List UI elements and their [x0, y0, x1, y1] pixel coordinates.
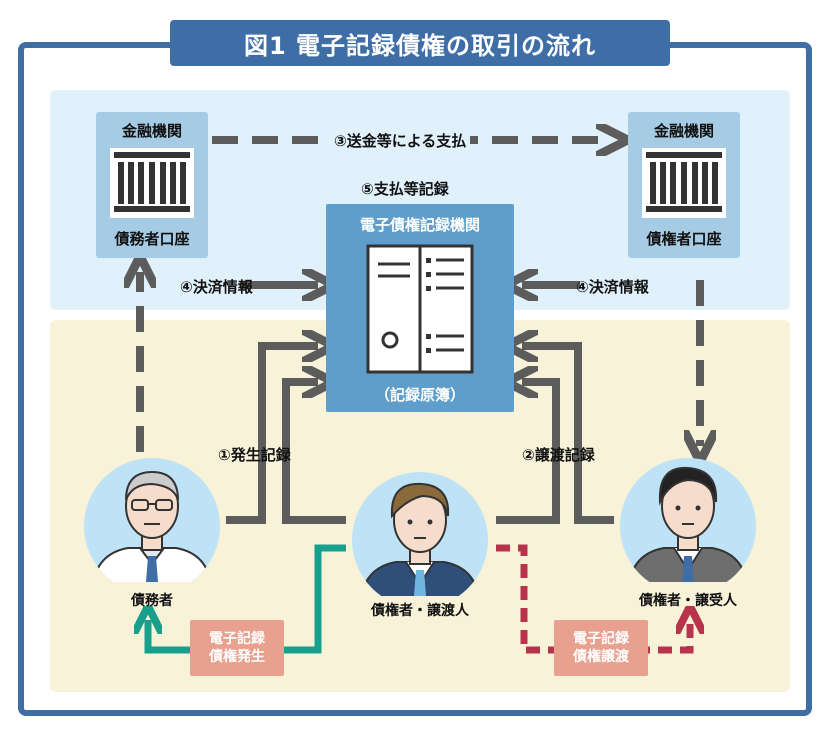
settle-left-label: ④決済情報 — [180, 278, 253, 296]
issue-record-label: ①発生記録 — [218, 446, 291, 464]
transfer-tag-line1: 電子記録 — [573, 631, 629, 647]
diagram-title: 図1 電子記録債権の取引の流れ — [170, 20, 670, 66]
payment-flow-label: ③送金等による支払 — [330, 130, 471, 151]
transfer-record-label: ②譲渡記録 — [522, 446, 595, 464]
payment-record-label: ⑤支払等記録 — [361, 180, 449, 198]
transferee-label: 債権者・譲受人 — [639, 593, 737, 609]
server-icon — [366, 244, 474, 374]
issue-tag-line2: 債権発生 — [209, 649, 265, 665]
debtor-avatar — [84, 458, 220, 582]
transferor-avatar — [352, 472, 488, 596]
transfer-record-arrow-transferee — [522, 346, 614, 524]
issue-tag: 電子記録 債権発生 — [190, 620, 284, 676]
registry-subtitle: （記録原簿） — [374, 386, 465, 404]
issue-record-arrow-creditor — [282, 382, 346, 524]
electronic-registry: 電子債権記録機関 （記録原簿） — [326, 204, 514, 412]
transferor-label: 債権者・譲渡人 — [371, 603, 469, 619]
registry-title: 電子債権記録機関 — [359, 216, 480, 234]
bank-right: 金融機関 債権者口座 — [628, 112, 740, 258]
bank-building-icon — [110, 148, 194, 218]
transferee-avatar — [620, 458, 756, 582]
transfer-tag: 電子記録 債権譲渡 — [554, 620, 648, 676]
bank-left-title: 金融機関 — [121, 122, 182, 140]
bank-right-account: 債権者口座 — [646, 230, 722, 248]
bank-left-account: 債務者口座 — [114, 230, 190, 248]
issue-record-arrow-debtor — [226, 346, 318, 524]
bank-building-icon — [642, 148, 726, 218]
bank-left: 金融機関 債務者口座 — [96, 112, 208, 258]
settle-right-label: ④決済情報 — [576, 278, 649, 296]
debtor-label: 債務者 — [131, 593, 173, 609]
transfer-record-arrow-transferor — [496, 382, 560, 524]
transfer-tag-line2: 債権譲渡 — [573, 649, 629, 665]
issue-tag-line1: 電子記録 — [209, 631, 265, 647]
issue-tag-arrow — [148, 544, 346, 654]
bank-right-title: 金融機関 — [653, 122, 714, 140]
